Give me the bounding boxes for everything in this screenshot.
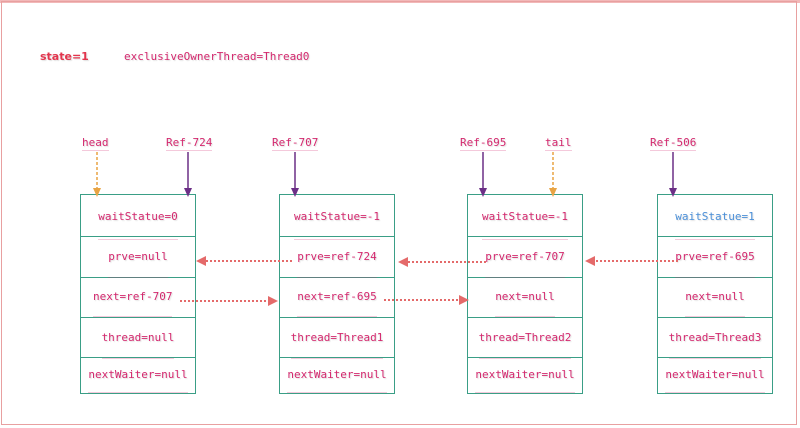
- next-link-arrow-1: [180, 296, 278, 306]
- queue-node-3: waitStatue=1 prve=ref-695 next=null thre…: [657, 194, 773, 394]
- tail-label: tail: [545, 136, 572, 151]
- wait-status-field: waitStatue=-1: [468, 195, 582, 240]
- next-field: next=ref-707: [81, 278, 195, 318]
- next-link-arrow-2: [384, 295, 469, 305]
- queue-node-1: waitStatue=-1 prve=ref-724 next=ref-695 …: [279, 194, 395, 394]
- ref-695-label: Ref-695: [460, 136, 507, 151]
- ref-506-pointer-arrow: [669, 152, 677, 197]
- prev-link-arrow-1: [196, 256, 292, 266]
- prev-field: prve=ref-707: [468, 237, 582, 278]
- next-field: next=null: [658, 278, 772, 318]
- queue-node-2: waitStatue=-1 prve=ref-707 next=null thr…: [467, 194, 583, 394]
- head-pointer-arrow: [93, 152, 101, 197]
- prev-field: prve=null: [81, 237, 195, 278]
- wait-status-field: waitStatue=0: [81, 195, 195, 240]
- prev-field: prve=ref-695: [658, 237, 772, 278]
- ref-724-label: Ref-724: [166, 136, 213, 151]
- prev-link-arrow-2: [398, 257, 486, 267]
- head-label: head: [82, 136, 109, 151]
- tail-pointer-arrow: [549, 152, 557, 197]
- next-field: next=ref-695: [280, 278, 394, 318]
- exclusive-owner-label: exclusiveOwnerThread=Thread0: [124, 50, 310, 63]
- ref-707-label: Ref-707: [272, 136, 319, 151]
- prev-field: prve=ref-724: [280, 237, 394, 278]
- thread-field: thread=Thread3: [658, 318, 772, 359]
- next-waiter-field: nextWaiter=null: [658, 358, 772, 395]
- next-waiter-field: nextWaiter=null: [468, 358, 582, 395]
- ref-724-pointer-arrow: [184, 152, 192, 197]
- prev-link-arrow-3: [585, 256, 678, 266]
- thread-field: thread=Thread1: [280, 318, 394, 359]
- ref-707-pointer-arrow: [291, 152, 299, 197]
- next-waiter-field: nextWaiter=null: [280, 358, 394, 395]
- state-label: state=1: [40, 50, 89, 63]
- queue-node-0: waitStatue=0 prve=null next=ref-707 thre…: [80, 194, 196, 394]
- ref-695-pointer-arrow: [479, 152, 487, 197]
- wait-status-field: waitStatue=1: [658, 195, 772, 240]
- next-waiter-field: nextWaiter=null: [81, 358, 195, 395]
- thread-field: thread=null: [81, 318, 195, 359]
- thread-field: thread=Thread2: [468, 318, 582, 359]
- wait-status-field: waitStatue=-1: [280, 195, 394, 240]
- ref-506-label: Ref-506: [650, 136, 697, 151]
- next-field: next=null: [468, 278, 582, 318]
